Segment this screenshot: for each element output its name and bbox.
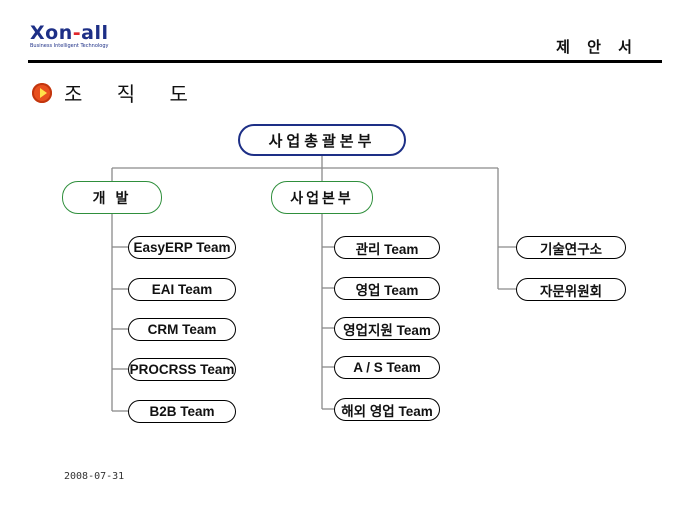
org-node-research-lab: 기술연구소 (516, 236, 626, 259)
footer-date: 2008-07-31 (64, 471, 125, 482)
org-node-top: 사업총괄본부 (238, 124, 406, 156)
biz-team-5: 해외 영업 Team (334, 398, 440, 421)
dev-team-4: PROCRSS Team (128, 358, 236, 381)
logo-wordmark: Xon-all (30, 22, 109, 44)
org-node-dev: 개 발 (62, 181, 162, 214)
dev-team-1: EasyERP Team (128, 236, 236, 259)
company-logo: Xon-all Business Intelligent Technology (30, 22, 109, 50)
play-bullet-icon (32, 83, 52, 103)
dev-team-3: CRM Team (128, 318, 236, 341)
document-title: 제 안 서 (556, 38, 638, 56)
biz-team-3: 영업지원 Team (334, 317, 440, 340)
dev-team-2: EAI Team (128, 278, 236, 301)
logo-tagline: Business Intelligent Technology (30, 43, 109, 49)
dev-team-5: B2B Team (128, 400, 236, 423)
biz-team-4: A / S Team (334, 356, 440, 379)
biz-team-1: 관리 Team (334, 236, 440, 259)
org-node-advisory-board: 자문위원회 (516, 278, 626, 301)
org-node-biz: 사업본부 (271, 181, 373, 214)
section-title: 조 직 도 (64, 82, 202, 106)
header-divider (28, 60, 662, 63)
biz-team-2: 영업 Team (334, 277, 440, 300)
